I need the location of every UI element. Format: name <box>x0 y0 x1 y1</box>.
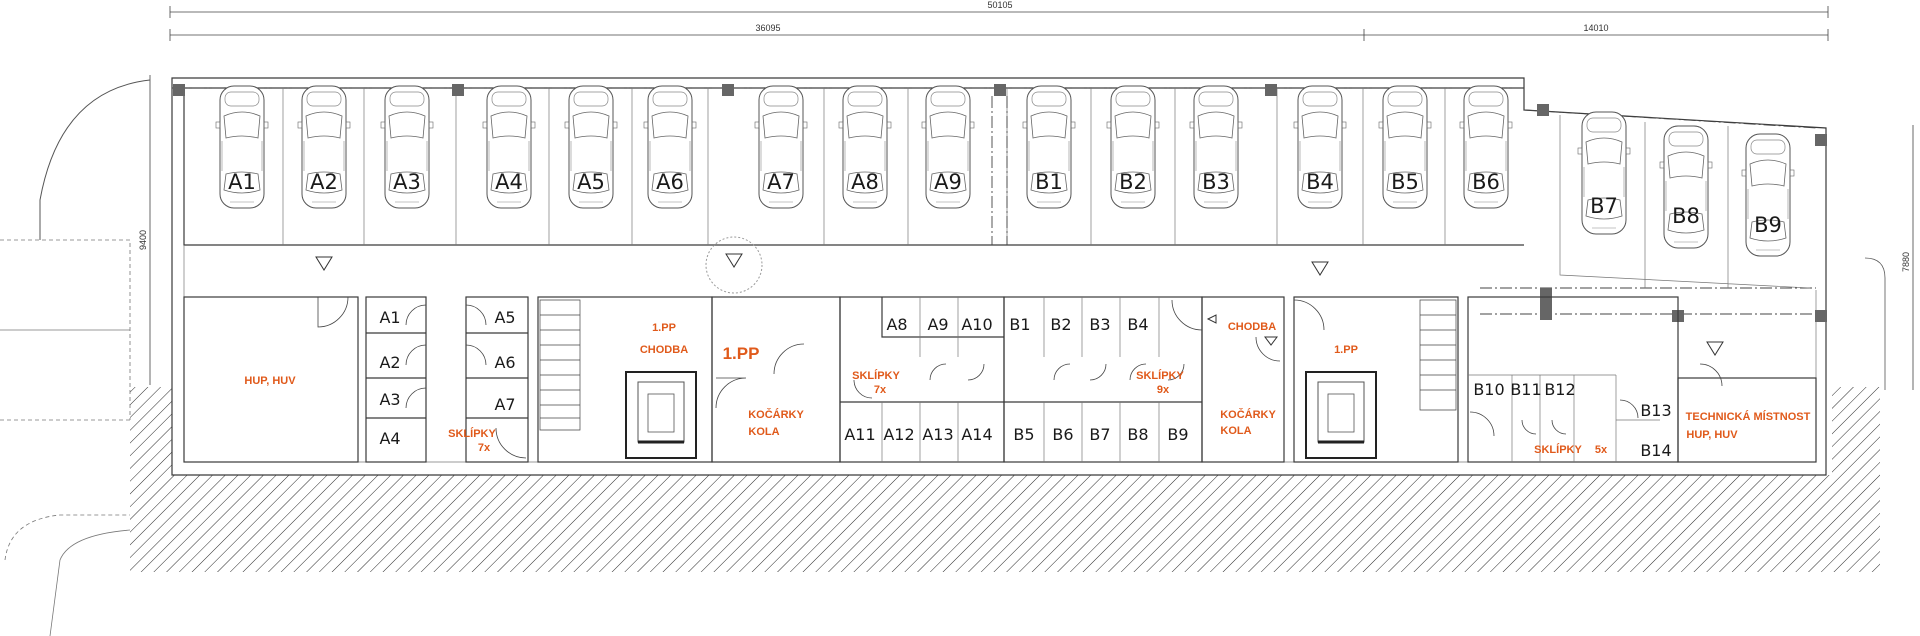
room-label: KOLA <box>1220 425 1251 437</box>
parking-label: A8 <box>851 170 879 194</box>
dimension-lines: 50105 36095 14010 9400 7880 <box>138 0 1914 390</box>
ramp-arc <box>39 79 151 240</box>
room-label: 1.PP <box>652 322 676 334</box>
parking-label: A2 <box>310 170 338 194</box>
room-label: 1.PP <box>723 344 760 363</box>
elevators <box>625 371 1377 459</box>
cellar-label: A14 <box>961 425 992 444</box>
cellar-label: A11 <box>844 425 875 444</box>
parking-labels: A1 A2 A3 A4 A5 A6 A7 A8 A9 B1 B2 B3 B4 B… <box>228 170 1782 237</box>
cellar-label: B12 <box>1544 380 1575 399</box>
parking-label: B1 <box>1035 170 1063 194</box>
stairs <box>539 299 1457 431</box>
room-label: KOČÁRKY <box>1220 408 1276 421</box>
cellar-label: A5 <box>494 308 515 327</box>
cellar-label: A1 <box>379 308 400 327</box>
room-label: SKLÍPKY <box>852 369 900 382</box>
room-label: SKLÍPKY <box>1136 369 1184 382</box>
cellar-label: B11 <box>1510 380 1541 399</box>
room-label: CHODBA <box>1228 321 1276 333</box>
cellar-label: A13 <box>922 425 953 444</box>
cellar-label: A6 <box>494 353 515 372</box>
parking-label: B9 <box>1754 213 1782 237</box>
parking-label: B4 <box>1306 170 1334 194</box>
parking-label: B6 <box>1472 170 1500 194</box>
dim-left: 36095 <box>755 23 780 33</box>
parking-label: A3 <box>393 170 421 194</box>
door-swings <box>317 296 1723 459</box>
dim-right: 14010 <box>1583 23 1608 33</box>
cellar-label: B10 <box>1473 380 1504 399</box>
cellar-label: B14 <box>1640 441 1671 460</box>
cellar-label: B6 <box>1052 425 1073 444</box>
room-label: KOČÁRKY <box>748 408 804 421</box>
cellar-label: A2 <box>379 353 400 372</box>
room-label: SKLÍPKY <box>1534 443 1582 456</box>
cellar-label: B8 <box>1127 425 1148 444</box>
parking-label: B3 <box>1202 170 1230 194</box>
cellar-label: A10 <box>961 315 992 334</box>
room-labels: HUP, HUV SKLÍPKY 7x 1.PP CHODBA 1.PP KOČ… <box>244 321 1810 456</box>
cellar-label: B7 <box>1089 425 1110 444</box>
room-label: CHODBA <box>640 344 688 356</box>
entry-markers <box>315 236 1724 356</box>
room-label: SKLÍPKY <box>448 427 496 440</box>
parking-label: A4 <box>495 170 523 194</box>
parking-label: A7 <box>767 170 795 194</box>
parking-label: B7 <box>1590 194 1618 218</box>
cellar-label: B4 <box>1127 315 1148 334</box>
cellar-label: B9 <box>1167 425 1188 444</box>
cellar-label: B13 <box>1640 401 1671 420</box>
parking-label: A6 <box>656 170 684 194</box>
room-label: 7x <box>478 442 491 454</box>
parking-label: A1 <box>228 170 256 194</box>
room-label: HUP, HUV <box>244 375 296 387</box>
cellar-label: B3 <box>1089 315 1110 334</box>
room-label: KOLA <box>748 426 779 438</box>
parking-label: A9 <box>934 170 962 194</box>
lower-rooms <box>183 296 1817 463</box>
parking-label: B5 <box>1391 170 1419 194</box>
room-label: 1.PP <box>1334 344 1358 356</box>
cellar-label: A12 <box>883 425 914 444</box>
cellar-label: A4 <box>379 429 400 448</box>
room-label: 7x <box>874 384 887 396</box>
dim-left-height: 9400 <box>138 230 148 250</box>
cellar-label: A8 <box>886 315 907 334</box>
parking-label: A5 <box>577 170 605 194</box>
room-label: 9x <box>1157 384 1170 396</box>
cellar-labels: A1 A2 A3 A4 A5 A6 A7 A8 A9 A10 B1 B2 B3 … <box>379 308 1671 460</box>
room-label: 5x <box>1595 444 1608 456</box>
parking-label: B8 <box>1672 204 1700 228</box>
cellar-label: B2 <box>1050 315 1071 334</box>
parking-label: B2 <box>1119 170 1147 194</box>
dim-right-height: 7880 <box>1901 252 1911 272</box>
cellar-label: A3 <box>379 390 400 409</box>
parking-area <box>173 84 1827 322</box>
room-label: TECHNICKÁ MÍSTNOST <box>1686 410 1811 423</box>
cellar-label: B1 <box>1009 315 1030 334</box>
cellar-label: A9 <box>927 315 948 334</box>
cellar-label: A7 <box>494 395 515 414</box>
cellar-label: B5 <box>1013 425 1034 444</box>
room-label: HUP, HUV <box>1686 429 1738 441</box>
dim-total: 50105 <box>987 0 1012 10</box>
